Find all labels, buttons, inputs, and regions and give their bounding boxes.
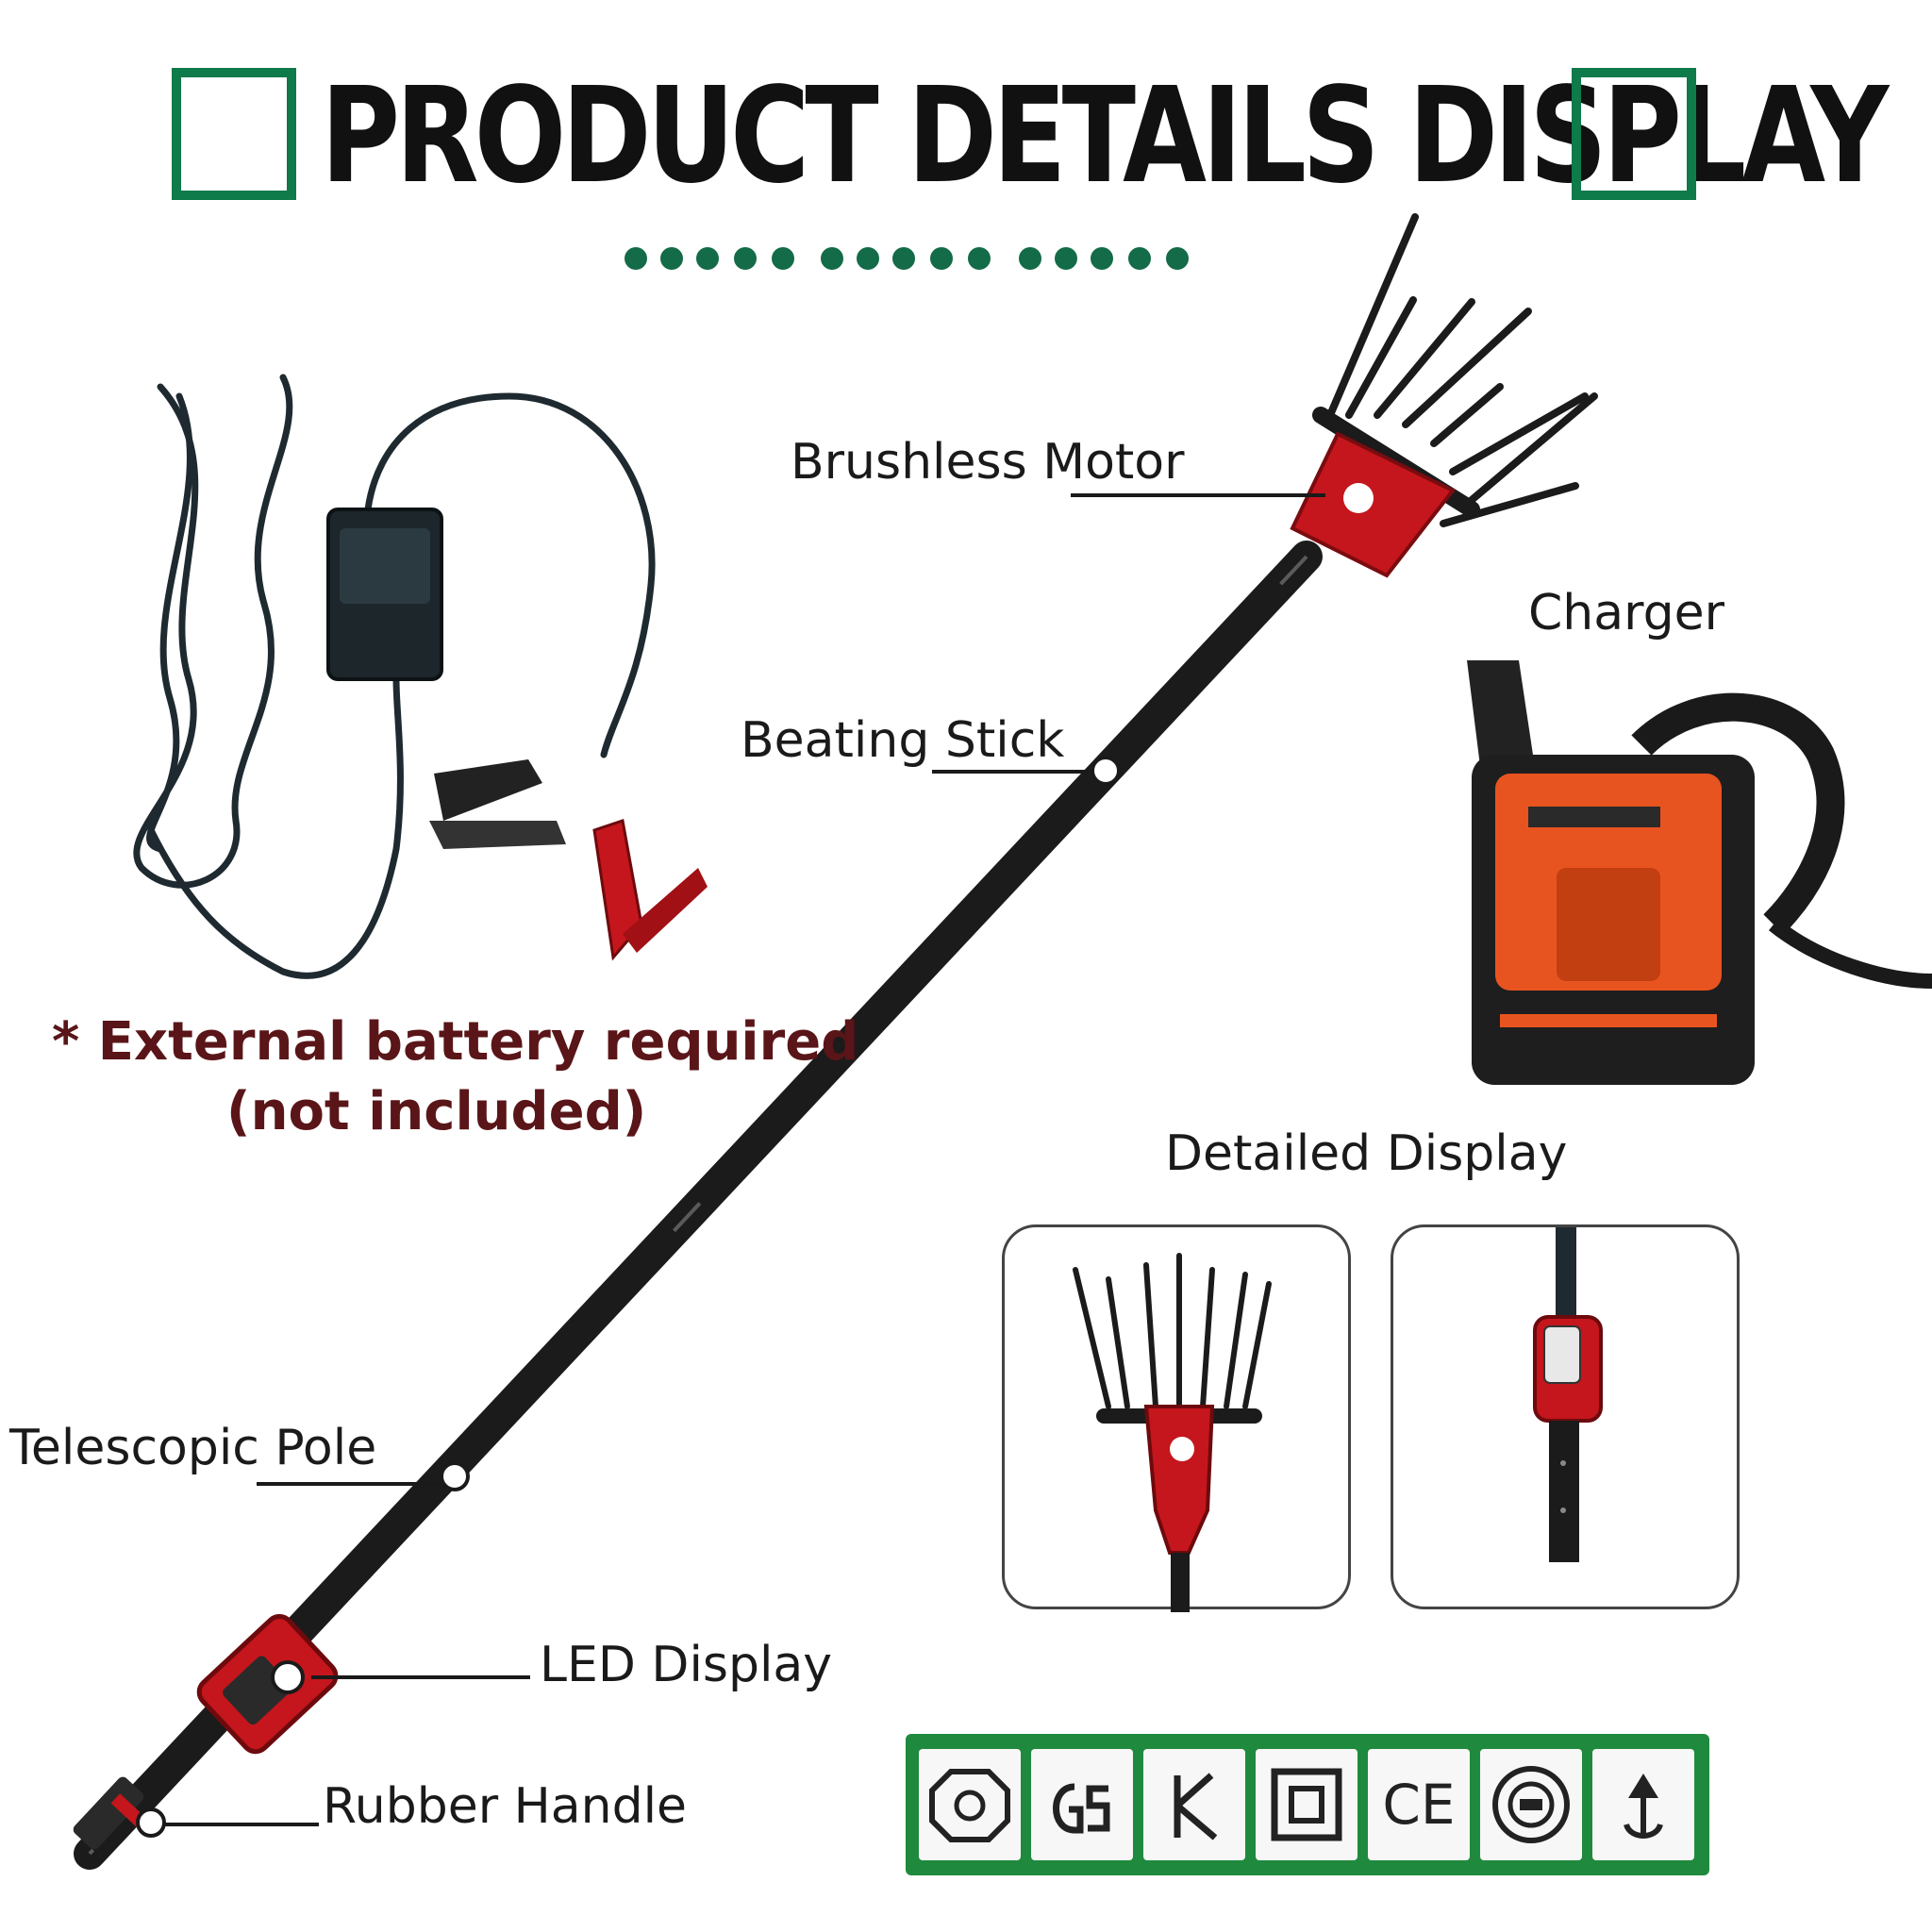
- controller-box-icon: [326, 508, 443, 681]
- callouts: [136, 493, 1325, 1838]
- black-clamp-icon: [429, 759, 566, 849]
- led-detail-icon: [1533, 1227, 1603, 1562]
- decorative-dots: [625, 247, 1191, 272]
- certification-bar: CE: [906, 1734, 1709, 1875]
- label-charger: Charger: [1528, 585, 1724, 641]
- battery-note-line2: (not included): [226, 1081, 647, 1142]
- cert-double-insulation-icon: [1256, 1749, 1357, 1860]
- detail-panel-led: [1391, 1224, 1740, 1609]
- red-clamp-icon: [592, 819, 708, 961]
- cert-octagon-icon: [919, 1749, 1021, 1860]
- header-frame-right: [1572, 68, 1696, 200]
- cert-ce-icon: CE: [1368, 1749, 1470, 1860]
- cert-mark-icon: [1143, 1749, 1245, 1860]
- label-brushless-motor: Brushless Motor: [791, 434, 1185, 491]
- cert-ce-text: CE: [1382, 1773, 1456, 1837]
- cert-gs-icon: [1031, 1749, 1133, 1860]
- battery-cable-icon: [133, 374, 656, 979]
- detail-panel-fork: [1002, 1224, 1351, 1612]
- label-rubber-handle: Rubber Handle: [323, 1778, 688, 1835]
- fork-detail-icon: [1073, 1253, 1272, 1612]
- label-telescopic-pole: Telescopic Pole: [9, 1420, 377, 1476]
- cert-round-seal-icon: [1480, 1749, 1582, 1860]
- label-led-display: LED Display: [540, 1637, 833, 1693]
- label-beating-stick: Beating Stick: [741, 712, 1065, 769]
- battery-note-line1: * External battery required: [52, 1011, 859, 1073]
- cert-arrow-icon: [1592, 1749, 1694, 1860]
- header-frame-left: [172, 68, 296, 200]
- label-detailed-display: Detailed Display: [1165, 1125, 1568, 1182]
- charger-backpack-icon: [1467, 660, 1932, 1085]
